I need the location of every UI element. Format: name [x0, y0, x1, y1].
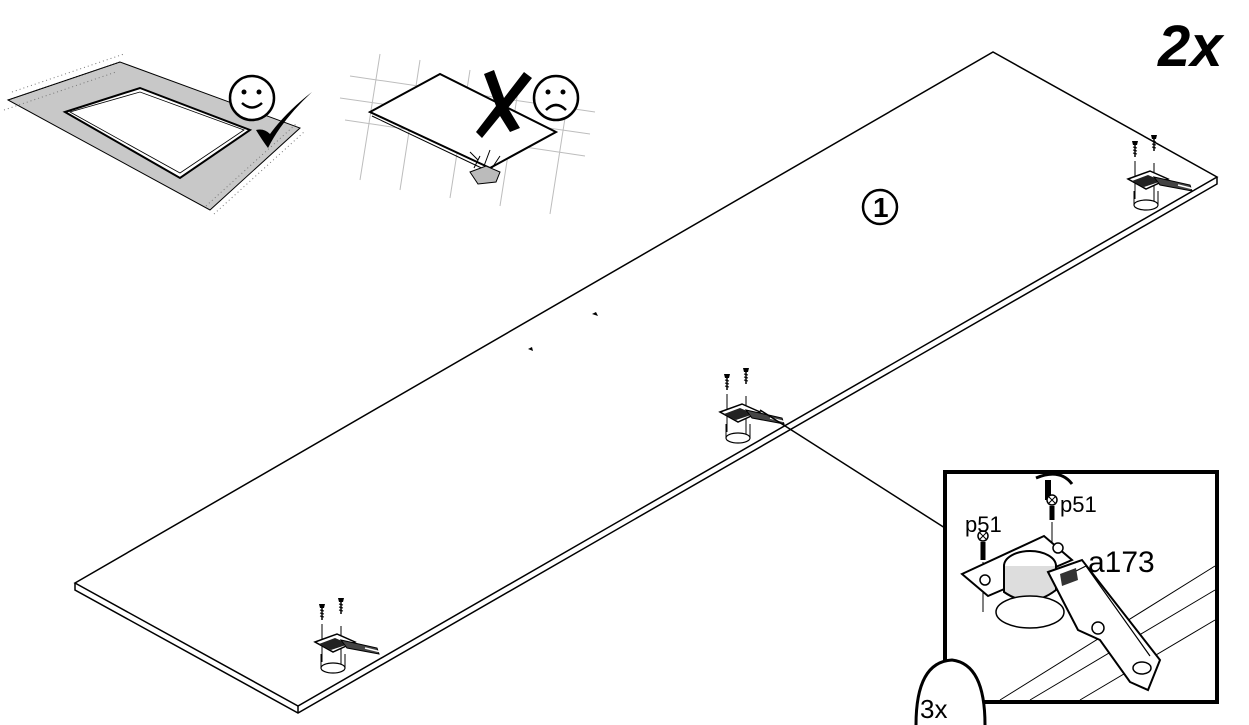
door-panel	[73, 51, 1219, 714]
sad-face-icon	[532, 74, 580, 122]
part-label-hinge: a173	[1088, 546, 1155, 579]
hinge-detail-box	[943, 470, 1219, 704]
tile-bad-surface	[339, 53, 596, 215]
quantity-label: 2x	[1157, 14, 1225, 79]
detail-leader-line	[759, 409, 946, 529]
screw-left	[977, 530, 989, 560]
panel-number: 1	[873, 192, 889, 223]
screw-right	[1046, 494, 1058, 520]
part-label-screw-left: p51	[965, 512, 1002, 537]
smiley-face-icon	[228, 74, 276, 122]
panel-number-badge: 1	[861, 188, 899, 226]
detail-quantity: 3x	[920, 694, 947, 724]
check-mark-icon	[256, 92, 312, 148]
cross-mark-icon	[476, 70, 532, 138]
part-label-screw-right: p51	[1060, 492, 1097, 517]
rug-good-surface	[3, 53, 305, 215]
detail-quantity-badge: 3x	[914, 658, 987, 725]
